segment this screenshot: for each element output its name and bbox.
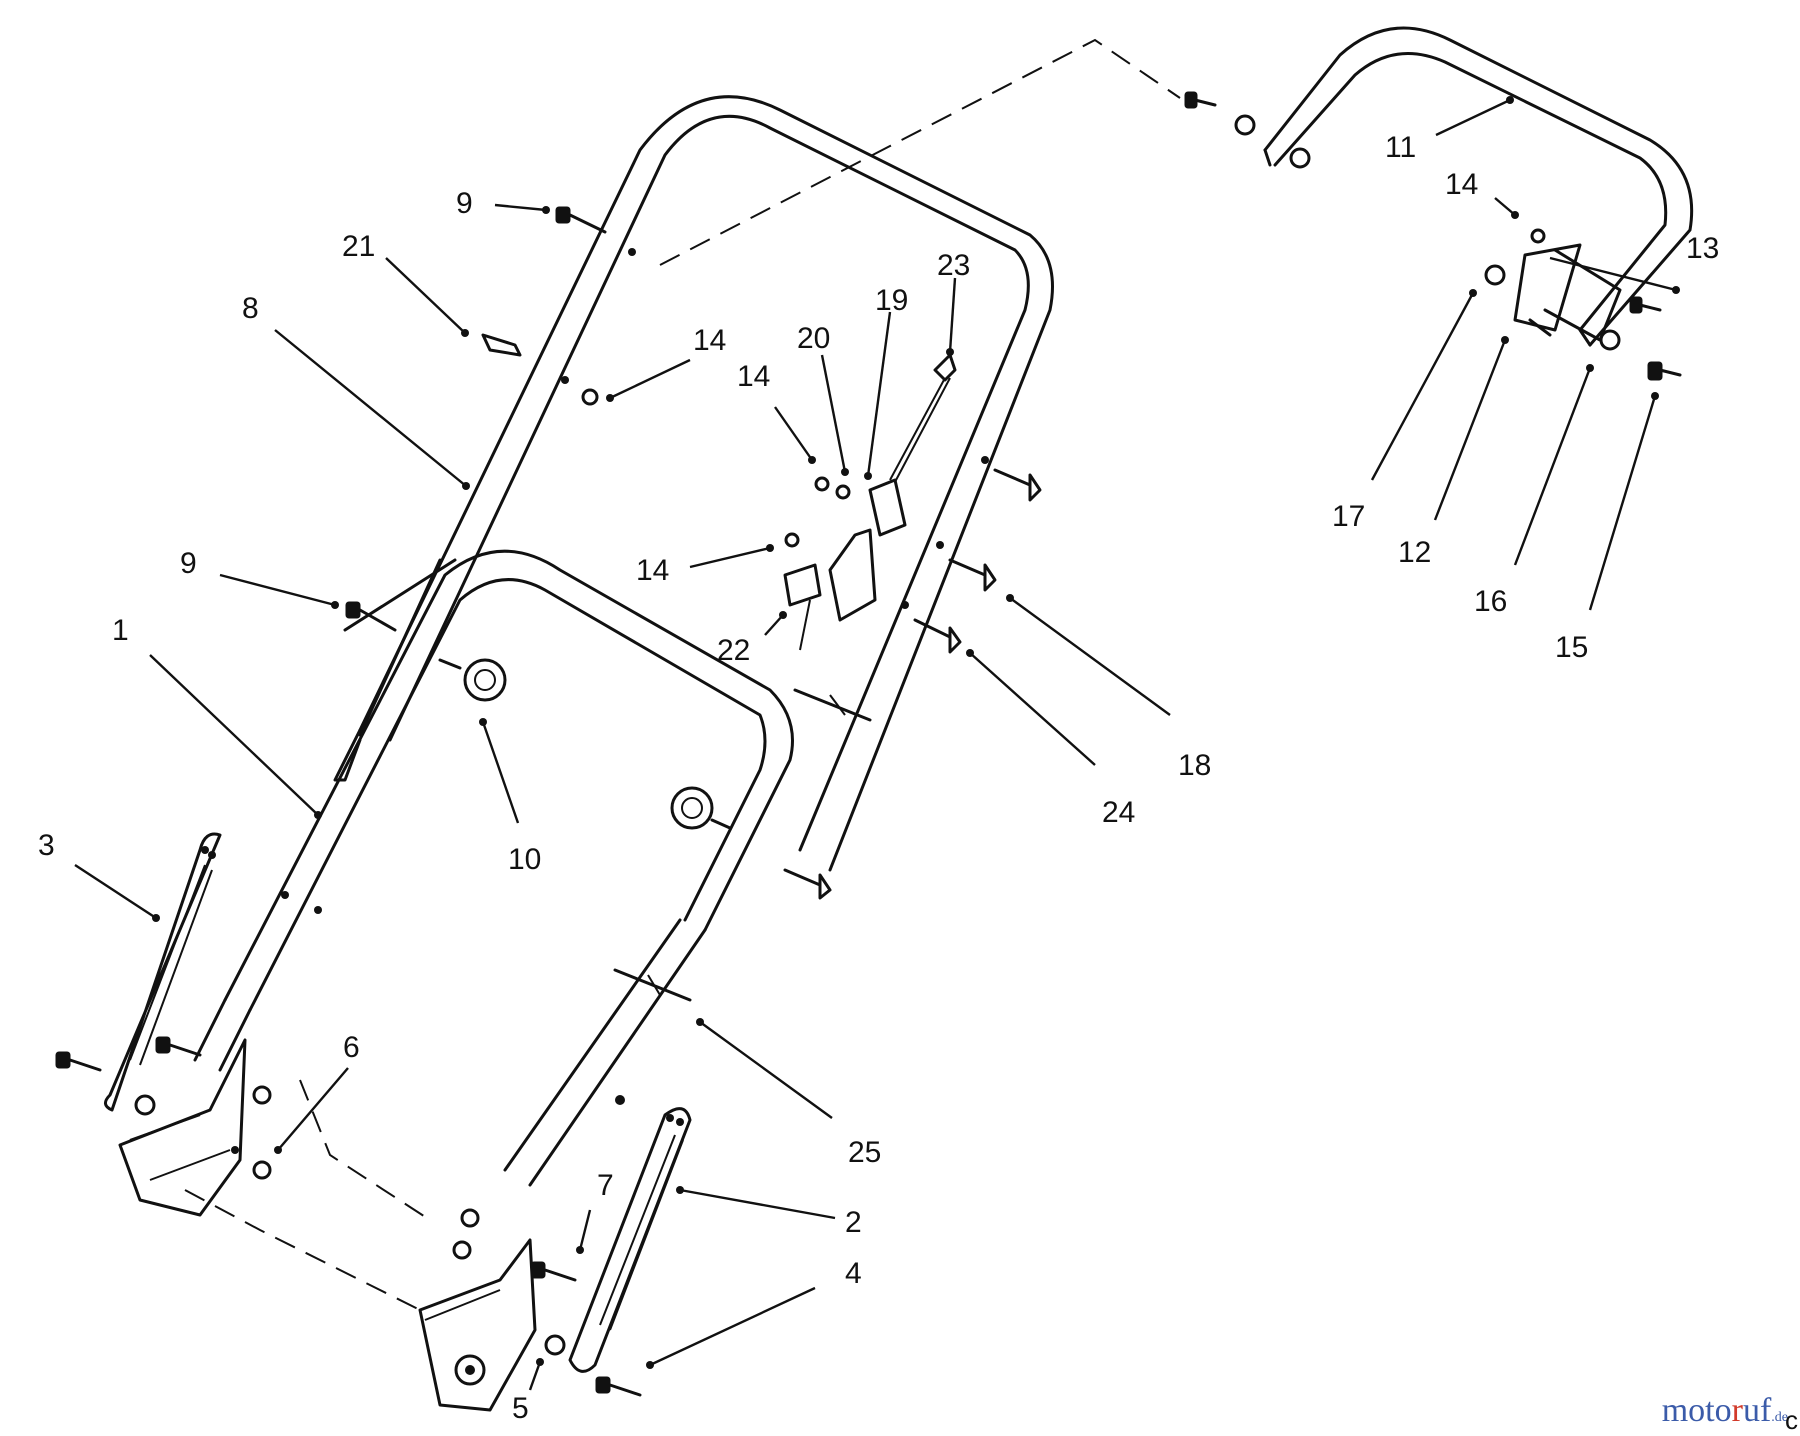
callout-14-b: 14 [737,360,770,393]
callout-14-c: 14 [636,554,669,587]
deck-mount-right [418,1238,537,1412]
callout-15: 15 [1555,631,1588,664]
callout-14-d: 14 [1445,168,1478,201]
cable-clip-lower [613,968,692,1002]
callout-13: 13 [1686,232,1719,265]
callout-9-mid: 9 [180,547,197,580]
control-assembly [783,353,957,651]
callout-18: 18 [1178,749,1211,782]
nuts-washers [134,114,1621,1356]
callout-16: 16 [1474,585,1507,618]
callout-8: 8 [242,292,259,325]
callout-3: 3 [38,829,55,862]
callout-20: 20 [797,322,830,355]
callout-2: 2 [845,1206,862,1239]
watermark-part1: moto [1661,1392,1732,1429]
handle-bar-part-11 [1263,26,1694,347]
callout-24: 24 [1102,796,1135,829]
callout-10: 10 [508,843,541,876]
callout-19: 19 [875,284,908,317]
callout-6: 6 [343,1031,360,1064]
callout-22: 22 [717,634,750,667]
leader-lines [74,96,1680,1391]
callout-7: 7 [597,1169,614,1202]
deck-mount-left [118,1038,247,1217]
corner-code: c [1785,1405,1798,1435]
watermark-suffix: .de [1771,1410,1788,1425]
watermark-part3: uf [1742,1392,1772,1429]
knob-right [670,786,732,830]
bracket-part-3 [104,832,222,1112]
callout-4: 4 [845,1257,862,1290]
lower-handle-part-1 [193,549,794,1187]
callout-9-top: 9 [456,187,473,220]
callout-5: 5 [512,1392,529,1425]
callout-23: 23 [937,249,970,282]
callout-labels: 1 2 3 4 5 6 7 8 9 9 10 11 12 13 14 14 14… [38,131,1719,1425]
bolts [55,91,1682,1397]
upper-handle-part-8 [333,95,1054,872]
callout-11: 11 [1385,131,1416,164]
callout-21: 21 [342,230,375,263]
bracket-part-12 [1513,243,1622,342]
cable-part-21 [481,333,522,357]
bracket-part-2 [568,1107,692,1373]
callout-25: 25 [848,1136,881,1169]
callout-12: 12 [1398,536,1431,569]
watermark-part2: r [1731,1392,1743,1429]
callout-1: 1 [112,614,129,647]
callout-17: 17 [1332,500,1365,533]
assembly-lines [184,38,1181,1311]
callout-14-a: 14 [693,324,726,357]
watermark-logo: motoruf.de [1662,1392,1788,1430]
cable-clip-upper [793,688,872,722]
knob-part-10 [438,658,507,702]
